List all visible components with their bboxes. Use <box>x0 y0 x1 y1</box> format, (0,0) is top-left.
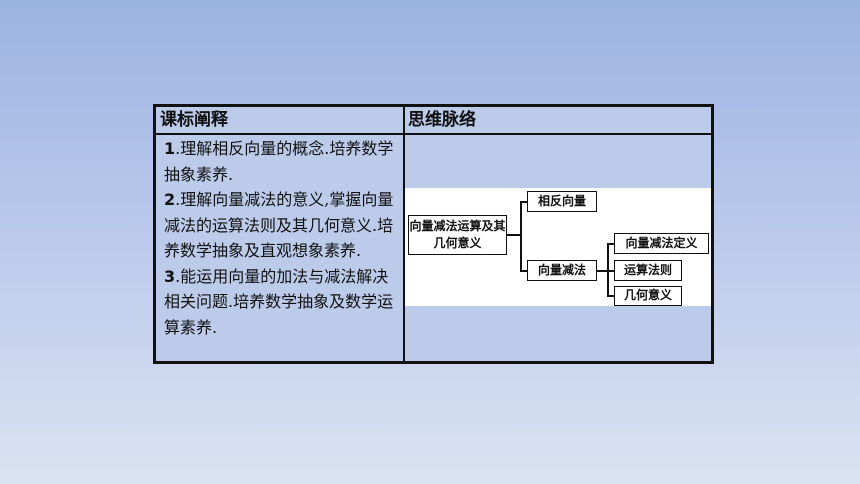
connector-line <box>607 270 615 272</box>
objectives-list: 1.理解相反向量的概念.培养数学抽象素养. 2.理解向量减法的意义,掌握向量减法… <box>164 136 398 340</box>
connector-line <box>520 201 528 203</box>
objective-number: 1 <box>164 139 176 158</box>
objective-text: .理解相反向量的概念.培养数学抽象素养. <box>164 139 394 184</box>
objective-number: 2 <box>164 190 176 209</box>
connector-line <box>607 243 609 296</box>
connector-line <box>520 270 528 272</box>
header-left: 课标阐释 <box>160 110 228 130</box>
mindmap-node-geometric-meaning: 几何意义 <box>614 286 682 306</box>
connector-line <box>507 234 521 236</box>
objective-item: 3.能运用向量的加法与减法解决相关问题.培养数学抽象及数学运算素养. <box>164 264 398 341</box>
mindmap-node-opposite-vector: 相反向量 <box>527 191 597 212</box>
mindmap-node-definition: 向量减法定义 <box>614 233 709 254</box>
header-right: 思维脉络 <box>408 110 476 130</box>
mindmap-root-node: 向量减法运算及其几何意义 <box>408 215 507 255</box>
mind-map: 向量减法运算及其几何意义 相反向量 向量减法 向量减法定义 运算法则 几何意义 <box>405 188 711 306</box>
content-table: 课标阐释 思维脉络 1.理解相反向量的概念.培养数学抽象素养. 2.理解向量减法… <box>153 104 714 364</box>
objective-item: 2.理解向量减法的意义,掌握向量减法的运算法则及其几何意义.培养数学抽象及直观想… <box>164 187 398 264</box>
connector-line <box>607 243 615 245</box>
mindmap-node-rules: 运算法则 <box>614 260 682 281</box>
connector-line <box>520 201 522 271</box>
objective-text: .理解向量减法的意义,掌握向量减法的运算法则及其几何意义.培养数学抽象及直观想象… <box>164 190 394 260</box>
objective-number: 3 <box>164 266 176 286</box>
objective-item: 1.理解相反向量的概念.培养数学抽象素养. <box>164 136 398 187</box>
connector-line <box>597 270 608 272</box>
column-divider <box>403 107 405 361</box>
header-divider <box>156 133 711 135</box>
mindmap-node-vector-subtraction: 向量减法 <box>527 260 597 281</box>
objective-text: .能运用向量的加法与减法解决相关问题.培养数学抽象及数学运算素养. <box>164 266 394 337</box>
connector-line <box>607 295 615 297</box>
